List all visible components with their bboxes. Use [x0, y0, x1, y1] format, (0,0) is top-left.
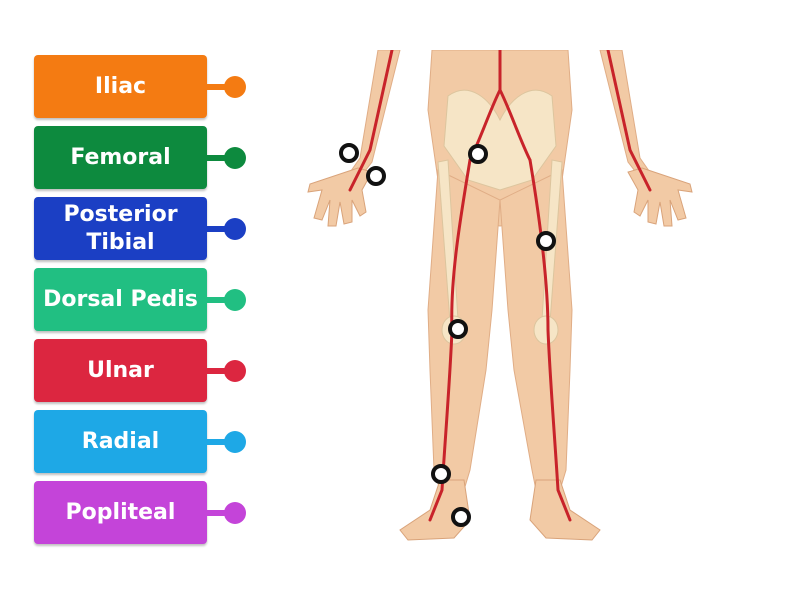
- drop-marker-3[interactable]: [468, 144, 488, 164]
- right-leg-artery: [528, 158, 572, 522]
- connector-dot-dorsal-pedis[interactable]: [224, 289, 246, 311]
- connector-line: [207, 226, 237, 232]
- right-hand: [627, 167, 693, 227]
- drop-marker-1[interactable]: [339, 143, 359, 163]
- label-card-dorsal-pedis[interactable]: Dorsal Pedis: [34, 268, 207, 331]
- drop-marker-5[interactable]: [448, 319, 468, 339]
- label-list: Iliac Femoral Posterior Tibial Dorsal Pe…: [0, 0, 260, 600]
- drop-marker-2[interactable]: [366, 166, 386, 186]
- label-text: Popliteal: [65, 499, 176, 525]
- label-card-posterior-tibial[interactable]: Posterior Tibial: [34, 197, 207, 260]
- label-card-iliac[interactable]: Iliac: [34, 55, 207, 118]
- drop-marker-6[interactable]: [431, 464, 451, 484]
- drop-marker-7[interactable]: [451, 507, 471, 527]
- label-text: Iliac: [94, 73, 147, 99]
- lower-body-artery-illustration: [307, 48, 693, 541]
- connector-line: [207, 510, 237, 516]
- label-text: Femoral: [70, 144, 171, 170]
- connector-dot-ulnar[interactable]: [224, 360, 246, 382]
- label-text: Ulnar: [87, 357, 154, 383]
- anatomy-diagram: [300, 48, 700, 550]
- label-card-popliteal[interactable]: Popliteal: [34, 481, 207, 544]
- label-text: Radial: [81, 428, 160, 454]
- connector-dot-iliac[interactable]: [224, 76, 246, 98]
- connector-dot-posterior-tibial[interactable]: [224, 218, 246, 240]
- right-iliac-artery: [498, 88, 532, 162]
- label-text: Posterior Tibial: [63, 201, 178, 255]
- drop-marker-4[interactable]: [536, 231, 556, 251]
- connector-dot-femoral[interactable]: [224, 147, 246, 169]
- right-arm-artery: [606, 48, 652, 192]
- label-text: Dorsal Pedis: [43, 286, 198, 312]
- connector-line: [207, 297, 237, 303]
- label-card-radial[interactable]: Radial: [34, 410, 207, 473]
- connector-line: [207, 368, 237, 374]
- connector-dot-radial[interactable]: [224, 431, 246, 453]
- left-arm-artery: [348, 48, 394, 192]
- connector-line: [207, 155, 237, 161]
- label-card-ulnar[interactable]: Ulnar: [34, 339, 207, 402]
- label-card-femoral[interactable]: Femoral: [34, 126, 207, 189]
- right-knee: [533, 315, 559, 345]
- connector-line: [207, 439, 237, 445]
- connector-line: [207, 84, 237, 90]
- connector-dot-popliteal[interactable]: [224, 502, 246, 524]
- left-hand: [307, 167, 373, 227]
- right-arm: [599, 49, 655, 181]
